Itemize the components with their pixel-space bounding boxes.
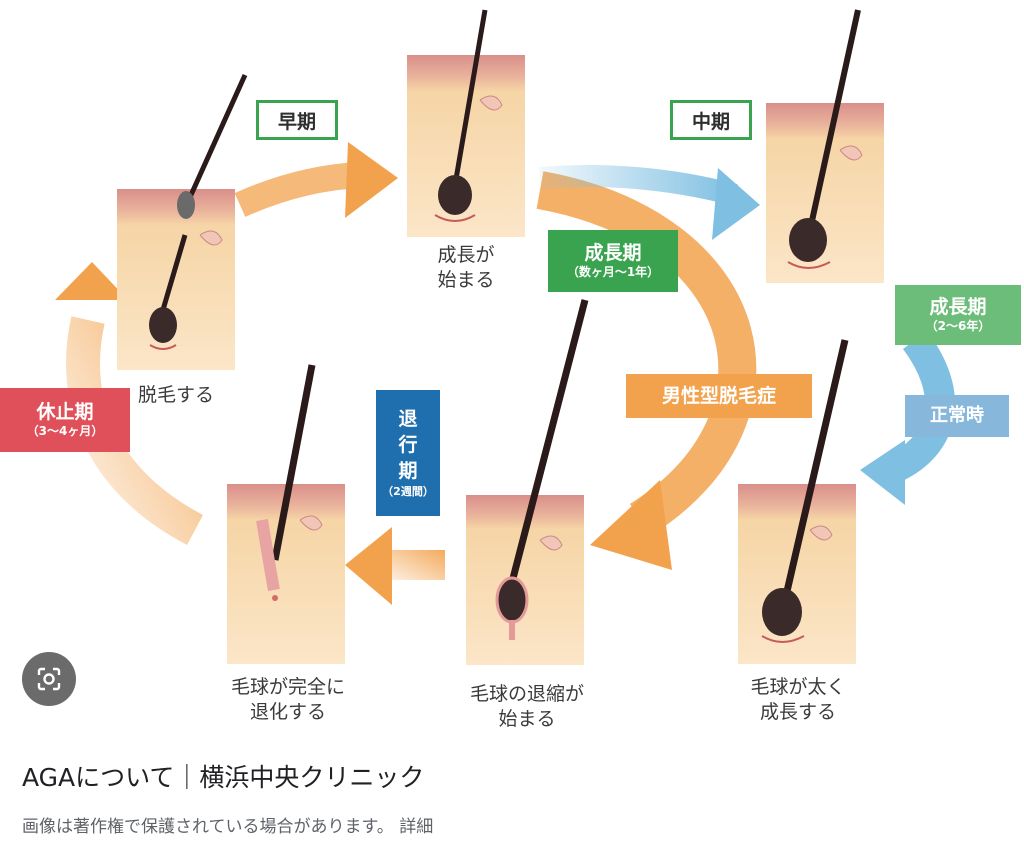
tag-catagen-title: 退 行 期 [398,408,418,482]
catagen-arrowhead [345,527,392,605]
details-link[interactable]: 詳細 [399,817,434,837]
tag-early: 早期 [256,100,338,140]
tag-normal-path: 正常時 [905,395,1009,437]
tag-anagen-normal-sub: （2〜6年） [925,319,991,333]
tile-hair-falls [117,73,248,370]
tag-anagen-aga-title: 成長期 [584,242,642,264]
source-title[interactable]: AGAについて｜横浜中央クリニック [22,763,425,792]
hair-cycle-diagram [55,9,955,665]
tag-catagen-sub: （2週間） [382,485,434,498]
lens-glyph [37,667,61,691]
tag-anagen-normal-title: 成長期 [929,296,987,318]
caption-bulb-shrinks: 毛球の退縮が 始まる [469,683,584,730]
tag-anagen-normal: 成長期 （2〜6年） [895,285,1021,345]
tag-catagen: 退 行 期 （2週間） [376,390,440,516]
mid-blue-arrow [539,165,738,206]
tile-mid [766,9,884,283]
caption-hair-falls: 脱毛する [137,384,214,406]
tag-telogen-sub: （3〜4ヶ月） [26,424,104,438]
tag-aga-path: 男性型脱毛症 [626,374,812,418]
tile-bulb-thickens [738,339,856,664]
tile-bulb-shrinks [466,299,589,665]
tag-telogen: 休止期 （3〜4ヶ月） [0,388,130,452]
early-arrowhead [345,142,398,218]
tag-anagen-aga: 成長期 （数ヶ月〜1年） [548,230,678,292]
tag-middle: 中期 [670,100,752,140]
tile-bulb-regresses [227,364,345,664]
copyright-notice: 画像は著作権で保護されている場合があります。 詳細 [22,812,433,837]
caption-bulb-regresses: 毛球が完全に 退化する [230,676,345,723]
caption-start-growth: 成長が 始まる [437,244,495,291]
notice-text: 画像は著作権で保護されている場合があります。 [22,817,394,837]
aga-path-arrow [536,171,757,537]
tag-telogen-title: 休止期 [36,401,94,423]
lens-icon[interactable] [22,652,76,706]
tag-anagen-aga-sub: （数ヶ月〜1年） [566,265,660,279]
tile-start-growth [407,9,525,237]
caption-bulb-thickens: 毛球が太く 成長する [750,676,846,723]
